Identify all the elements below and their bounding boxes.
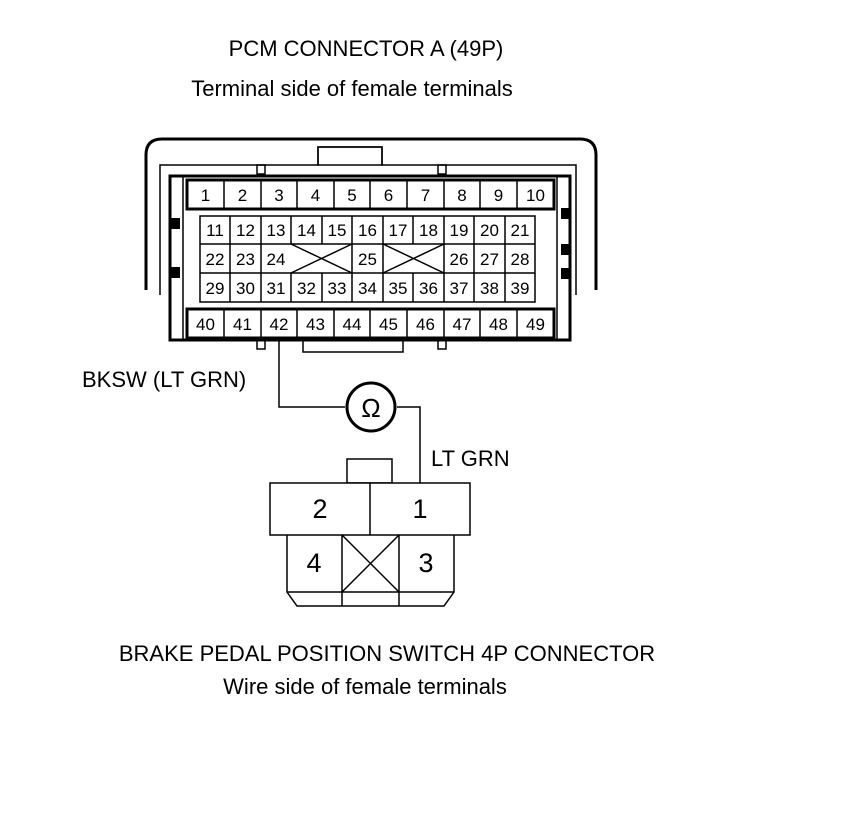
pcm-connector-subtitle: Terminal side of female terminals xyxy=(191,76,513,101)
pcm-pin: 16 xyxy=(358,221,377,240)
pcm-pin: 43 xyxy=(306,315,325,334)
pcm-pin: 29 xyxy=(206,279,225,298)
pcm-pin: 35 xyxy=(389,279,408,298)
pcm-pin: 44 xyxy=(343,315,362,334)
pcm-pin: 26 xyxy=(450,250,469,269)
switch-pin: 3 xyxy=(418,548,433,578)
pcm-pin: 37 xyxy=(450,279,469,298)
pcm-pin: 10 xyxy=(526,186,545,205)
pcm-pin-bksw: 42 xyxy=(270,315,289,334)
pcm-pin: 21 xyxy=(511,221,530,240)
pcm-pin: 11 xyxy=(206,221,224,240)
pcm-pin: 15 xyxy=(328,221,347,240)
pcm-pin: 12 xyxy=(236,221,255,240)
switch-pin-1: 1 xyxy=(412,494,427,524)
switch-pin: 2 xyxy=(312,494,327,524)
pcm-pin: 20 xyxy=(480,221,499,240)
pcm-pin: 23 xyxy=(236,250,255,269)
ohmmeter-icon xyxy=(345,381,397,433)
pcm-pin: 4 xyxy=(311,186,320,205)
pcm-pin: 25 xyxy=(358,250,377,269)
pcm-pin: 18 xyxy=(419,221,438,240)
pcm-pin: 49 xyxy=(526,315,545,334)
pcm-pin: 1 xyxy=(201,186,210,205)
pcm-pin: 45 xyxy=(379,315,398,334)
pcm-pin: 8 xyxy=(457,186,466,205)
pcm-pin: 5 xyxy=(347,186,356,205)
pcm-pin: 32 xyxy=(297,279,316,298)
ohmmeter-symbol: Ω xyxy=(361,393,380,423)
pcm-pin: 6 xyxy=(384,186,393,205)
pcm-pin: 24 xyxy=(267,250,286,269)
pcm-pin: 7 xyxy=(421,186,430,205)
pcm-pin: 13 xyxy=(267,221,286,240)
switch-connector: 2 1 4 3 xyxy=(269,458,471,607)
pcm-connector-title: PCM CONNECTOR A (49P) xyxy=(229,36,504,61)
pcm-pin: 39 xyxy=(511,279,530,298)
switch-connector-title: BRAKE PEDAL POSITION SWITCH 4P CONNECTOR xyxy=(119,641,655,666)
lt-grn-wire-label: LT GRN xyxy=(431,446,510,471)
pcm-pin: 38 xyxy=(480,279,499,298)
pcm-pin: 22 xyxy=(206,250,225,269)
pcm-middle-block: 11 12 13 14 15 16 17 18 19 20 21 22 23 2… xyxy=(199,215,536,303)
pcm-pin: 47 xyxy=(453,315,472,334)
pcm-pin: 41 xyxy=(233,315,252,334)
pcm-connector-housing xyxy=(144,137,598,353)
pcm-pin: 36 xyxy=(419,279,438,298)
pcm-pin: 14 xyxy=(297,221,316,240)
pcm-pin: 46 xyxy=(416,315,435,334)
pcm-row-1: 1 2 3 4 5 6 7 8 9 10 xyxy=(185,178,556,211)
pcm-pin: 9 xyxy=(494,186,503,205)
pcm-pin: 33 xyxy=(328,279,347,298)
pcm-pin: 48 xyxy=(489,315,508,334)
pcm-pin: 30 xyxy=(236,279,255,298)
pcm-pin: 19 xyxy=(450,221,469,240)
pcm-pin: 31 xyxy=(267,279,286,298)
pcm-pin: 27 xyxy=(480,250,499,269)
pcm-pin: 34 xyxy=(358,279,377,298)
pcm-pin: 28 xyxy=(511,250,530,269)
pcm-pin: 17 xyxy=(389,221,408,240)
switch-connector-subtitle: Wire side of female terminals xyxy=(223,674,507,699)
pcm-pin: 40 xyxy=(196,315,215,334)
test-wiring: Ω xyxy=(278,338,421,483)
pcm-pin: 2 xyxy=(238,186,247,205)
pcm-row-5: 40 41 42 43 44 45 46 47 48 49 xyxy=(185,307,556,340)
pcm-pin: 3 xyxy=(274,186,283,205)
switch-pin: 4 xyxy=(306,548,321,578)
bksw-wire-label: BKSW (LT GRN) xyxy=(82,367,246,392)
